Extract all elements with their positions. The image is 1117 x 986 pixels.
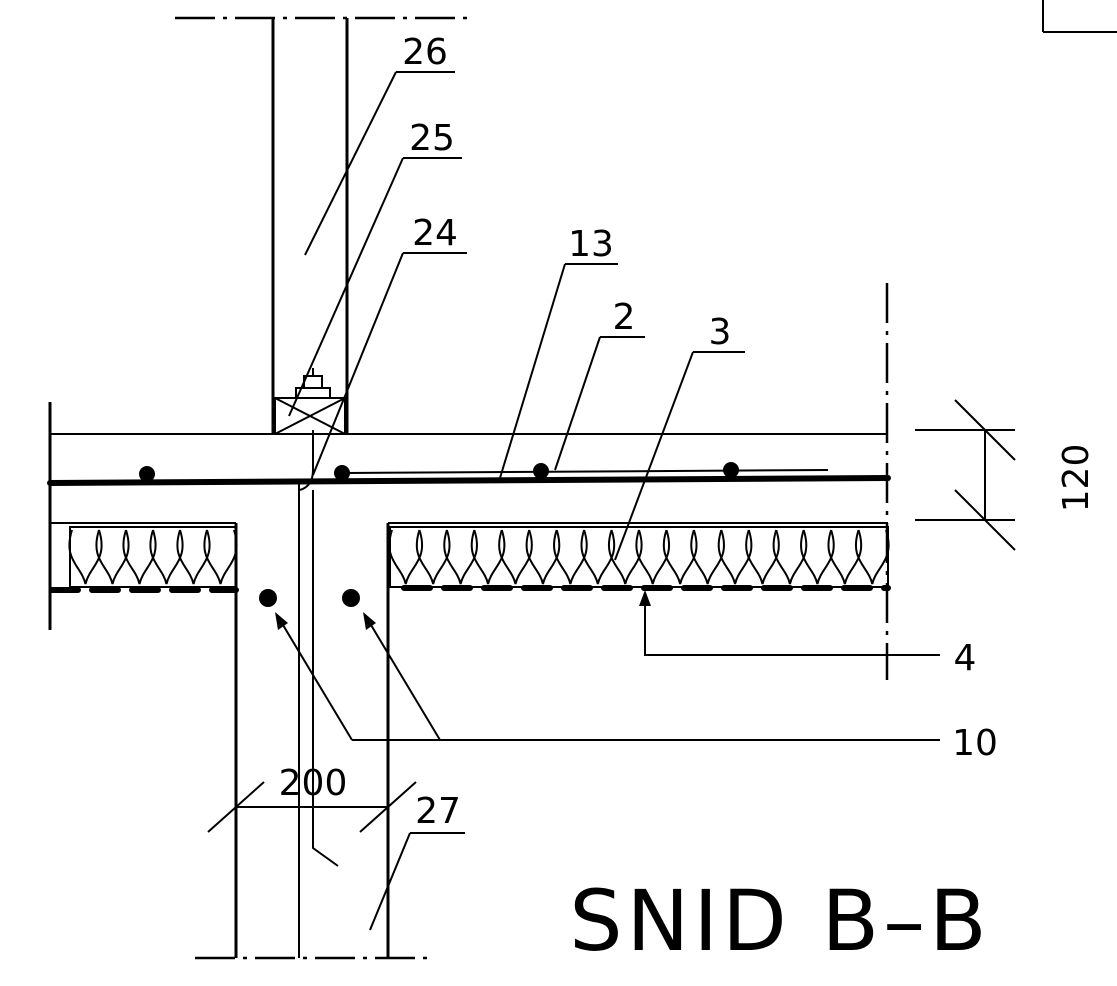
insulation-loop xyxy=(690,529,725,585)
leader-10: 10 xyxy=(275,612,998,764)
insulation-loop xyxy=(635,529,671,585)
insulation-loop xyxy=(525,529,561,585)
insulation-loop xyxy=(800,529,835,585)
dimension-120: 120 xyxy=(915,399,1097,551)
insulation-loop xyxy=(149,529,184,585)
insulation-loop xyxy=(553,529,588,585)
leader-3: 3 xyxy=(614,312,745,561)
rebar-dot xyxy=(533,463,549,479)
label-24: 24 xyxy=(412,213,458,254)
upper-wall xyxy=(175,16,470,435)
label-4: 4 xyxy=(954,638,977,679)
leader-13: 13 xyxy=(499,224,618,479)
label-3: 3 xyxy=(709,312,732,353)
label-2: 2 xyxy=(613,297,636,338)
lower-wall xyxy=(195,430,435,960)
section-title: SNID B–B xyxy=(569,872,991,970)
insulation-loop xyxy=(745,529,780,585)
leader-25: 25 xyxy=(288,118,462,417)
label-13: 13 xyxy=(568,224,614,265)
insulation-loop xyxy=(717,529,753,585)
label-26: 26 xyxy=(402,32,448,73)
insulation xyxy=(49,526,891,593)
leader-4: 4 xyxy=(639,590,976,679)
insulation-loop xyxy=(827,529,863,585)
leader-27: 27 xyxy=(369,791,465,931)
rebar-dot xyxy=(139,466,155,482)
insulation-loop xyxy=(498,529,533,585)
sheet-frame-corner xyxy=(1042,0,1117,33)
label-10: 10 xyxy=(952,723,998,764)
insulation-loop xyxy=(662,529,698,585)
leader-26: 26 xyxy=(304,32,455,256)
dimension-200: 200 xyxy=(207,763,417,833)
dimension-120-label: 120 xyxy=(1056,444,1097,513)
leader-24: 24 xyxy=(312,213,467,476)
rebar-dot xyxy=(334,465,350,481)
insulation-loop xyxy=(176,529,211,585)
insulation-loop xyxy=(580,529,616,585)
leader-2: 2 xyxy=(554,297,645,471)
label-25: 25 xyxy=(409,118,455,159)
label-27: 27 xyxy=(415,791,461,832)
insulation-loop xyxy=(122,529,157,585)
insulation-loop xyxy=(415,529,451,585)
rebar-dot xyxy=(342,589,360,607)
dimension-200-label: 200 xyxy=(279,763,348,804)
rebar-dot xyxy=(259,589,277,607)
floor-slab xyxy=(47,402,891,630)
insulation-loop xyxy=(443,529,478,585)
insulation-loop xyxy=(772,529,808,585)
insulation-loop xyxy=(388,529,424,585)
insulation-loop xyxy=(607,529,643,585)
insulation-loop xyxy=(470,529,506,585)
rebar-dot xyxy=(723,462,739,478)
insulation-loop xyxy=(68,529,103,585)
insulation-loop xyxy=(95,529,130,585)
